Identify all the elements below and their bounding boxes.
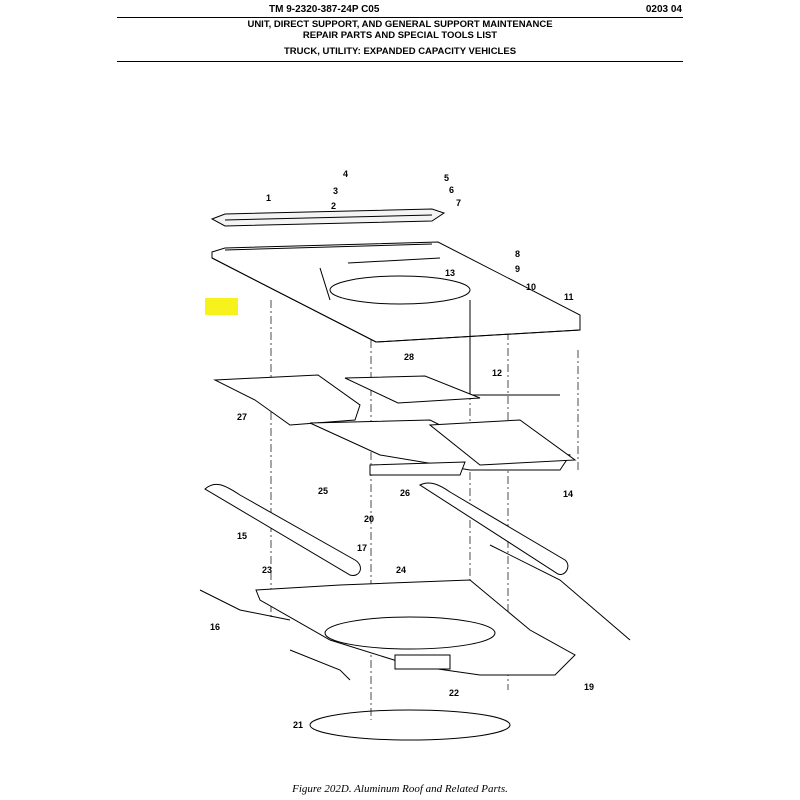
callout-21: 22 [449, 688, 459, 698]
panel-21 [394, 654, 451, 670]
callout-26: 27 [237, 412, 247, 422]
callout-27: 28 [404, 352, 414, 362]
roof-rail-top [210, 208, 446, 227]
callout-16: 16 [210, 622, 220, 632]
callout-18: 19 [584, 682, 594, 692]
document-number: TM 9-2320-387-24P C05 [269, 4, 380, 15]
rod-16-left [199, 589, 291, 621]
header-vehicle: TRUCK, UTILITY: EXPANDED CAPACITY VEHICL… [283, 46, 517, 57]
rod-16-right [489, 544, 631, 641]
callout-25: 26 [400, 488, 410, 498]
rod-16-lower [289, 649, 351, 681]
panel-26 [213, 374, 361, 426]
highlight-28 [205, 298, 238, 315]
callout-24: 25 [318, 486, 328, 496]
callout-2: 2 [331, 201, 336, 211]
callout-1: 1 [266, 193, 271, 203]
page-reference: 0203 04 [645, 4, 682, 15]
seal-ring-20 [309, 709, 511, 741]
figure-caption: Figure 202D. Aluminum Roof and Related P… [292, 783, 508, 795]
callout-22: 23 [262, 565, 272, 575]
header-title-line1: UNIT, DIRECT SUPPORT, AND GENERAL SUPPOR… [247, 19, 553, 30]
header-top-rule [117, 17, 683, 18]
floor-opening [324, 616, 496, 650]
tube-15-left [204, 483, 361, 576]
callout-3: 3 [333, 186, 338, 196]
callout-12: 12 [492, 368, 502, 378]
callout-20: 21 [293, 720, 303, 730]
callout-17: 17 [357, 543, 367, 553]
header-title-line2: REPAIR PARTS AND SPECIAL TOOLS LIST [302, 30, 498, 41]
callout-14: 14 [563, 489, 573, 499]
roof-panel [211, 241, 581, 396]
panel-14 [428, 419, 577, 466]
callout-11: 11 [564, 292, 574, 302]
callout-9: 9 [515, 264, 520, 274]
strip-25 [369, 461, 466, 476]
callout-7: 7 [456, 198, 461, 208]
callout-15: 15 [237, 531, 247, 541]
header-bottom-rule [117, 61, 683, 62]
callout-6: 6 [449, 185, 454, 195]
callout-19: 20 [364, 514, 374, 524]
callout-23: 24 [396, 565, 406, 575]
callout-4: 4 [343, 169, 348, 179]
callout-5: 5 [444, 173, 449, 183]
callout-8: 8 [515, 249, 520, 259]
tube-15-right [418, 482, 569, 575]
callout-13: 13 [445, 268, 455, 278]
callout-10: 10 [526, 282, 536, 292]
strip-27 [344, 375, 481, 404]
